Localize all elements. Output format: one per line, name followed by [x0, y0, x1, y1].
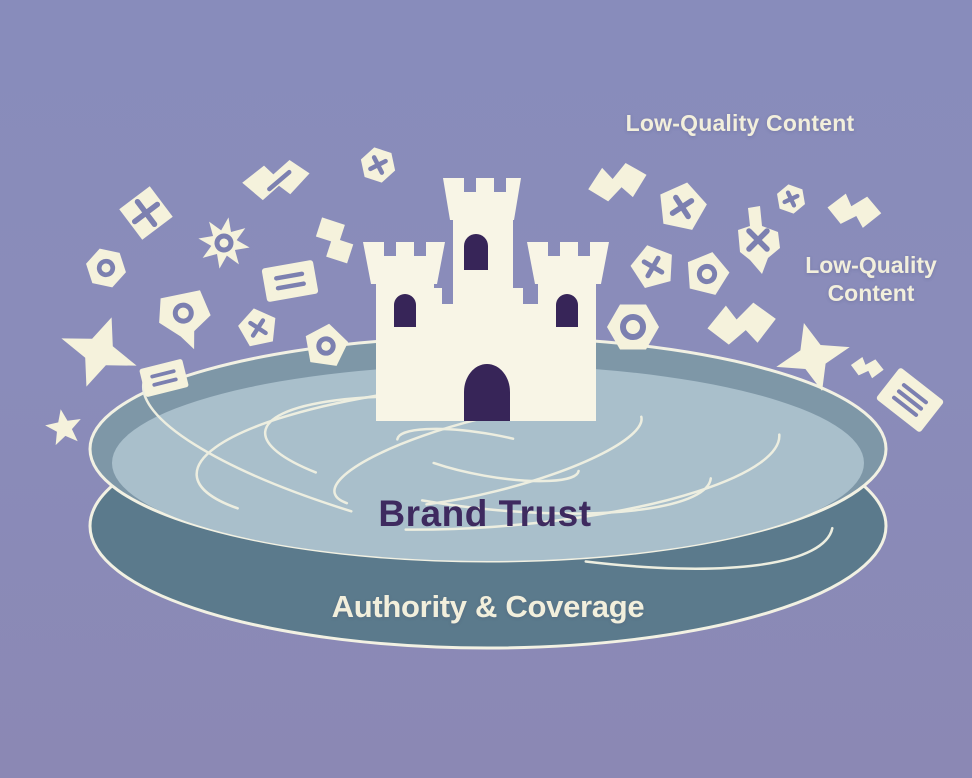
hexagon-x-icon [360, 147, 396, 183]
zigzag-scrap-icon [827, 193, 882, 228]
label-low-quality-content-right: Low-Quality Content [771, 251, 971, 307]
seal-ring-icon [198, 217, 250, 269]
card-lines-icon [139, 359, 189, 397]
star-icon [45, 409, 81, 446]
tag-ring-icon [159, 290, 211, 350]
pentagon-x-icon [238, 308, 276, 347]
card-tilted-lines-icon [876, 368, 944, 432]
zigzag-scrap-icon [707, 302, 776, 345]
castle-door [464, 364, 510, 421]
pentagon-ring-icon [687, 252, 730, 295]
moat-water-surface [112, 365, 864, 561]
hexagon-ring-icon [607, 304, 659, 350]
hexagon-dot-icon [86, 248, 126, 288]
hexagon-x-icon [777, 184, 805, 214]
pentagon-ring-icon [305, 323, 349, 366]
pentagon-x-icon [660, 182, 707, 230]
castle-icon [363, 178, 609, 421]
zigzag-scrap-icon [850, 357, 884, 379]
pentagon-x-icon [630, 245, 672, 288]
castle-windows [394, 234, 578, 327]
label-line-2: Content [827, 280, 915, 306]
label-brand-trust: Brand Trust [378, 493, 592, 534]
star-burst-icon [776, 322, 850, 392]
label-line-1: Low-Quality [805, 252, 937, 278]
card-lines-icon [261, 260, 319, 302]
zigzag-scrap-icon [588, 162, 647, 202]
low-quality-debris [45, 147, 944, 446]
label-authority-coverage: Authority & Coverage [331, 589, 645, 624]
step-block-icon [315, 217, 354, 264]
diamond-x-icon [119, 186, 173, 240]
label-low-quality-content-top: Low-Quality Content [625, 110, 855, 136]
star-burst-icon [61, 317, 137, 387]
torn-paper-x-icon [738, 206, 780, 274]
ribbon-slash-icon [242, 160, 310, 201]
